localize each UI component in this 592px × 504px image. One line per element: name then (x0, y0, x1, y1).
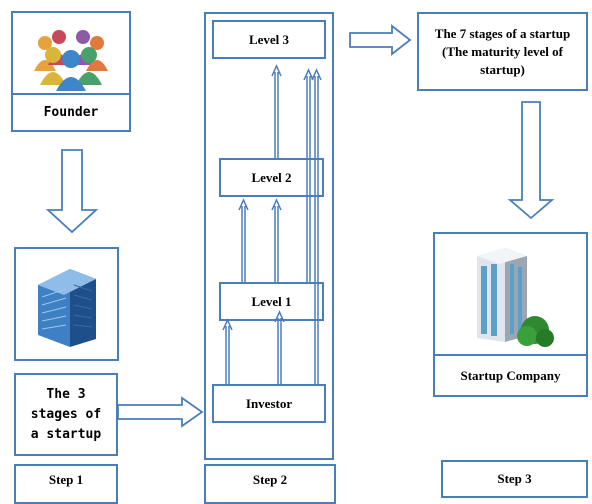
level1-label: Level 1 (251, 293, 292, 309)
founder-box: Founder (11, 11, 131, 132)
office-building-icon (16, 249, 117, 359)
level2-label: Level 2 (251, 169, 292, 185)
down-arrow-seven-stages (507, 101, 555, 220)
investor-label: Investor (245, 395, 293, 411)
right-arrow-three-stages (117, 396, 204, 428)
up-arrow-level1-level2-b (271, 198, 282, 282)
down-arrow-founder (45, 149, 99, 234)
step1-label: Step 1 (48, 472, 84, 487)
up-arrow-investor-level1-a (222, 318, 233, 384)
seven-stages-text: The 7 stages of a startup (The maturity … (434, 25, 571, 77)
step2-label: Step 2 (252, 472, 288, 487)
step3-label: Step 3 (497, 471, 532, 486)
up-arrow-investor-level1-b (274, 310, 285, 384)
founder-label: Founder (43, 104, 99, 120)
office-tower-with-tree-icon (435, 234, 586, 352)
up-arrow-level1-level2-a (238, 198, 249, 282)
level1-box: Level 1 (219, 282, 324, 321)
investor-box: Investor (212, 384, 326, 423)
three-stages-text: The 3 stages of a startup (30, 386, 102, 442)
level3-box: Level 3 (212, 20, 326, 59)
three-stages-box: The 3 stages of a startup (14, 373, 118, 456)
startup-company-box: Startup Company (433, 232, 588, 397)
up-arrow-level2-level3 (271, 64, 282, 158)
up-arrow-level1-level3 (303, 68, 314, 282)
office-building-box (14, 247, 119, 361)
up-arrow-investor-level3 (311, 68, 322, 384)
people-group-icon (13, 13, 129, 93)
right-arrow-level3 (349, 24, 412, 56)
seven-stages-box: The 7 stages of a startup (The maturity … (417, 12, 588, 91)
level3-label: Level 3 (248, 31, 290, 47)
startup-company-label: Startup Company (460, 367, 561, 383)
